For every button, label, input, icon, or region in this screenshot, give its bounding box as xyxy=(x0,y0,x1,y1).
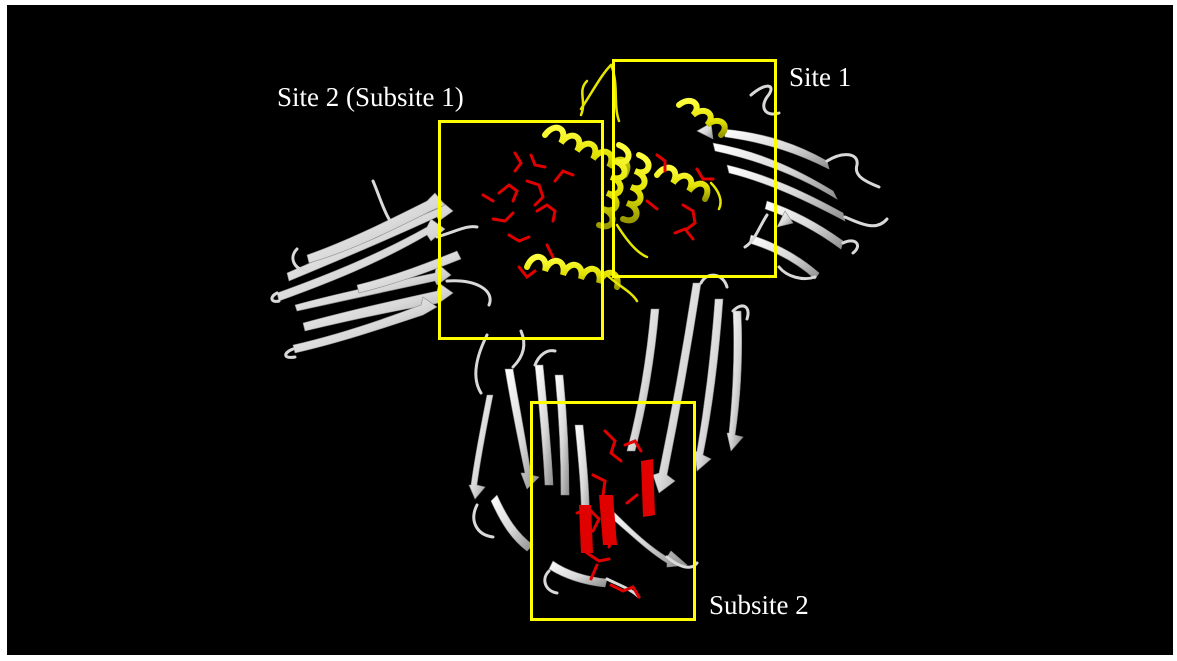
subsite2-label: Subsite 2 xyxy=(709,590,809,620)
site1-frame xyxy=(612,59,777,278)
site2-frame xyxy=(438,120,604,340)
site2-label: Site 2 (Subsite 1) xyxy=(277,82,464,112)
structure-figure: Site 1 Site 2 (Subsite 1) Subsite 2 xyxy=(7,5,1173,655)
left-receptor-domain xyxy=(277,193,461,353)
site1-label: Site 1 xyxy=(789,62,851,92)
subsite2-frame xyxy=(530,401,696,621)
